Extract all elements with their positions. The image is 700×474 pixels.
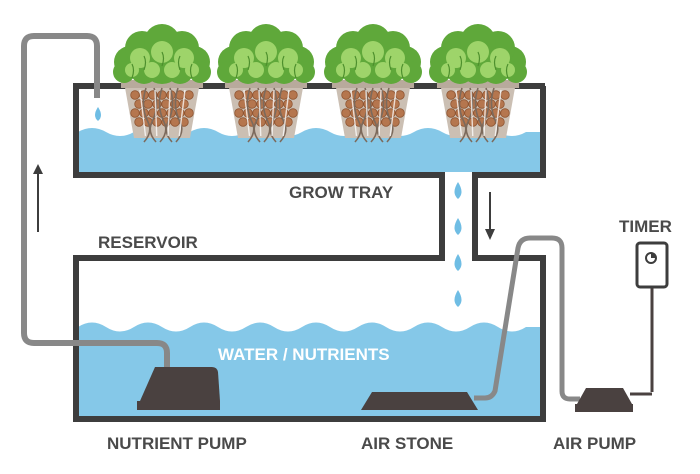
lettuce-leaves — [429, 24, 527, 84]
lettuce-leaves — [324, 24, 422, 84]
water-drop-4 — [454, 290, 462, 307]
label-nutrient-pump: NUTRIENT PUMP — [107, 434, 247, 453]
grow-tray-water — [78, 128, 540, 172]
net-pot-mesh — [139, 89, 186, 137]
label-air-stone: AIR STONE — [361, 434, 453, 453]
air-pump-base — [575, 404, 633, 412]
water-drop-3 — [454, 254, 462, 271]
inlet-drop — [95, 107, 101, 121]
nutrient-pump — [140, 367, 220, 401]
lettuce-leaves — [113, 24, 211, 84]
plants-group — [113, 24, 527, 143]
label-grow-tray: GROW TRAY — [289, 183, 394, 202]
flow-arrow-up — [33, 164, 43, 232]
plant-lettuce-4 — [429, 24, 527, 143]
water-drop-1 — [454, 182, 462, 199]
clay-pebbles — [130, 90, 194, 127]
label-air-pump: AIR PUMP — [553, 434, 636, 453]
timer-dial-fill — [651, 253, 656, 258]
flow-arrow-down — [485, 192, 495, 240]
nutrient-tube — [21, 33, 170, 370]
label-timer: TIMER — [619, 217, 672, 236]
plant-lettuce-3 — [324, 24, 422, 143]
lettuce-leaves — [217, 24, 315, 84]
label-reservoir: RESERVOIR — [98, 233, 198, 252]
net-pot-mesh — [350, 89, 397, 137]
timer-box — [635, 241, 669, 289]
plant-lettuce-1 — [113, 24, 211, 143]
label-water-nutrients: WATER / NUTRIENTS — [218, 345, 390, 364]
air-tube — [474, 235, 580, 402]
plant-lettuce-2 — [217, 24, 315, 143]
air-stone — [361, 392, 478, 410]
net-pot-mesh — [243, 89, 290, 137]
return-drips — [454, 182, 462, 307]
nutrient-pump-base — [137, 401, 220, 410]
water-drop-2 — [454, 218, 462, 235]
air-pump — [577, 388, 632, 404]
net-pot-mesh — [455, 89, 502, 137]
